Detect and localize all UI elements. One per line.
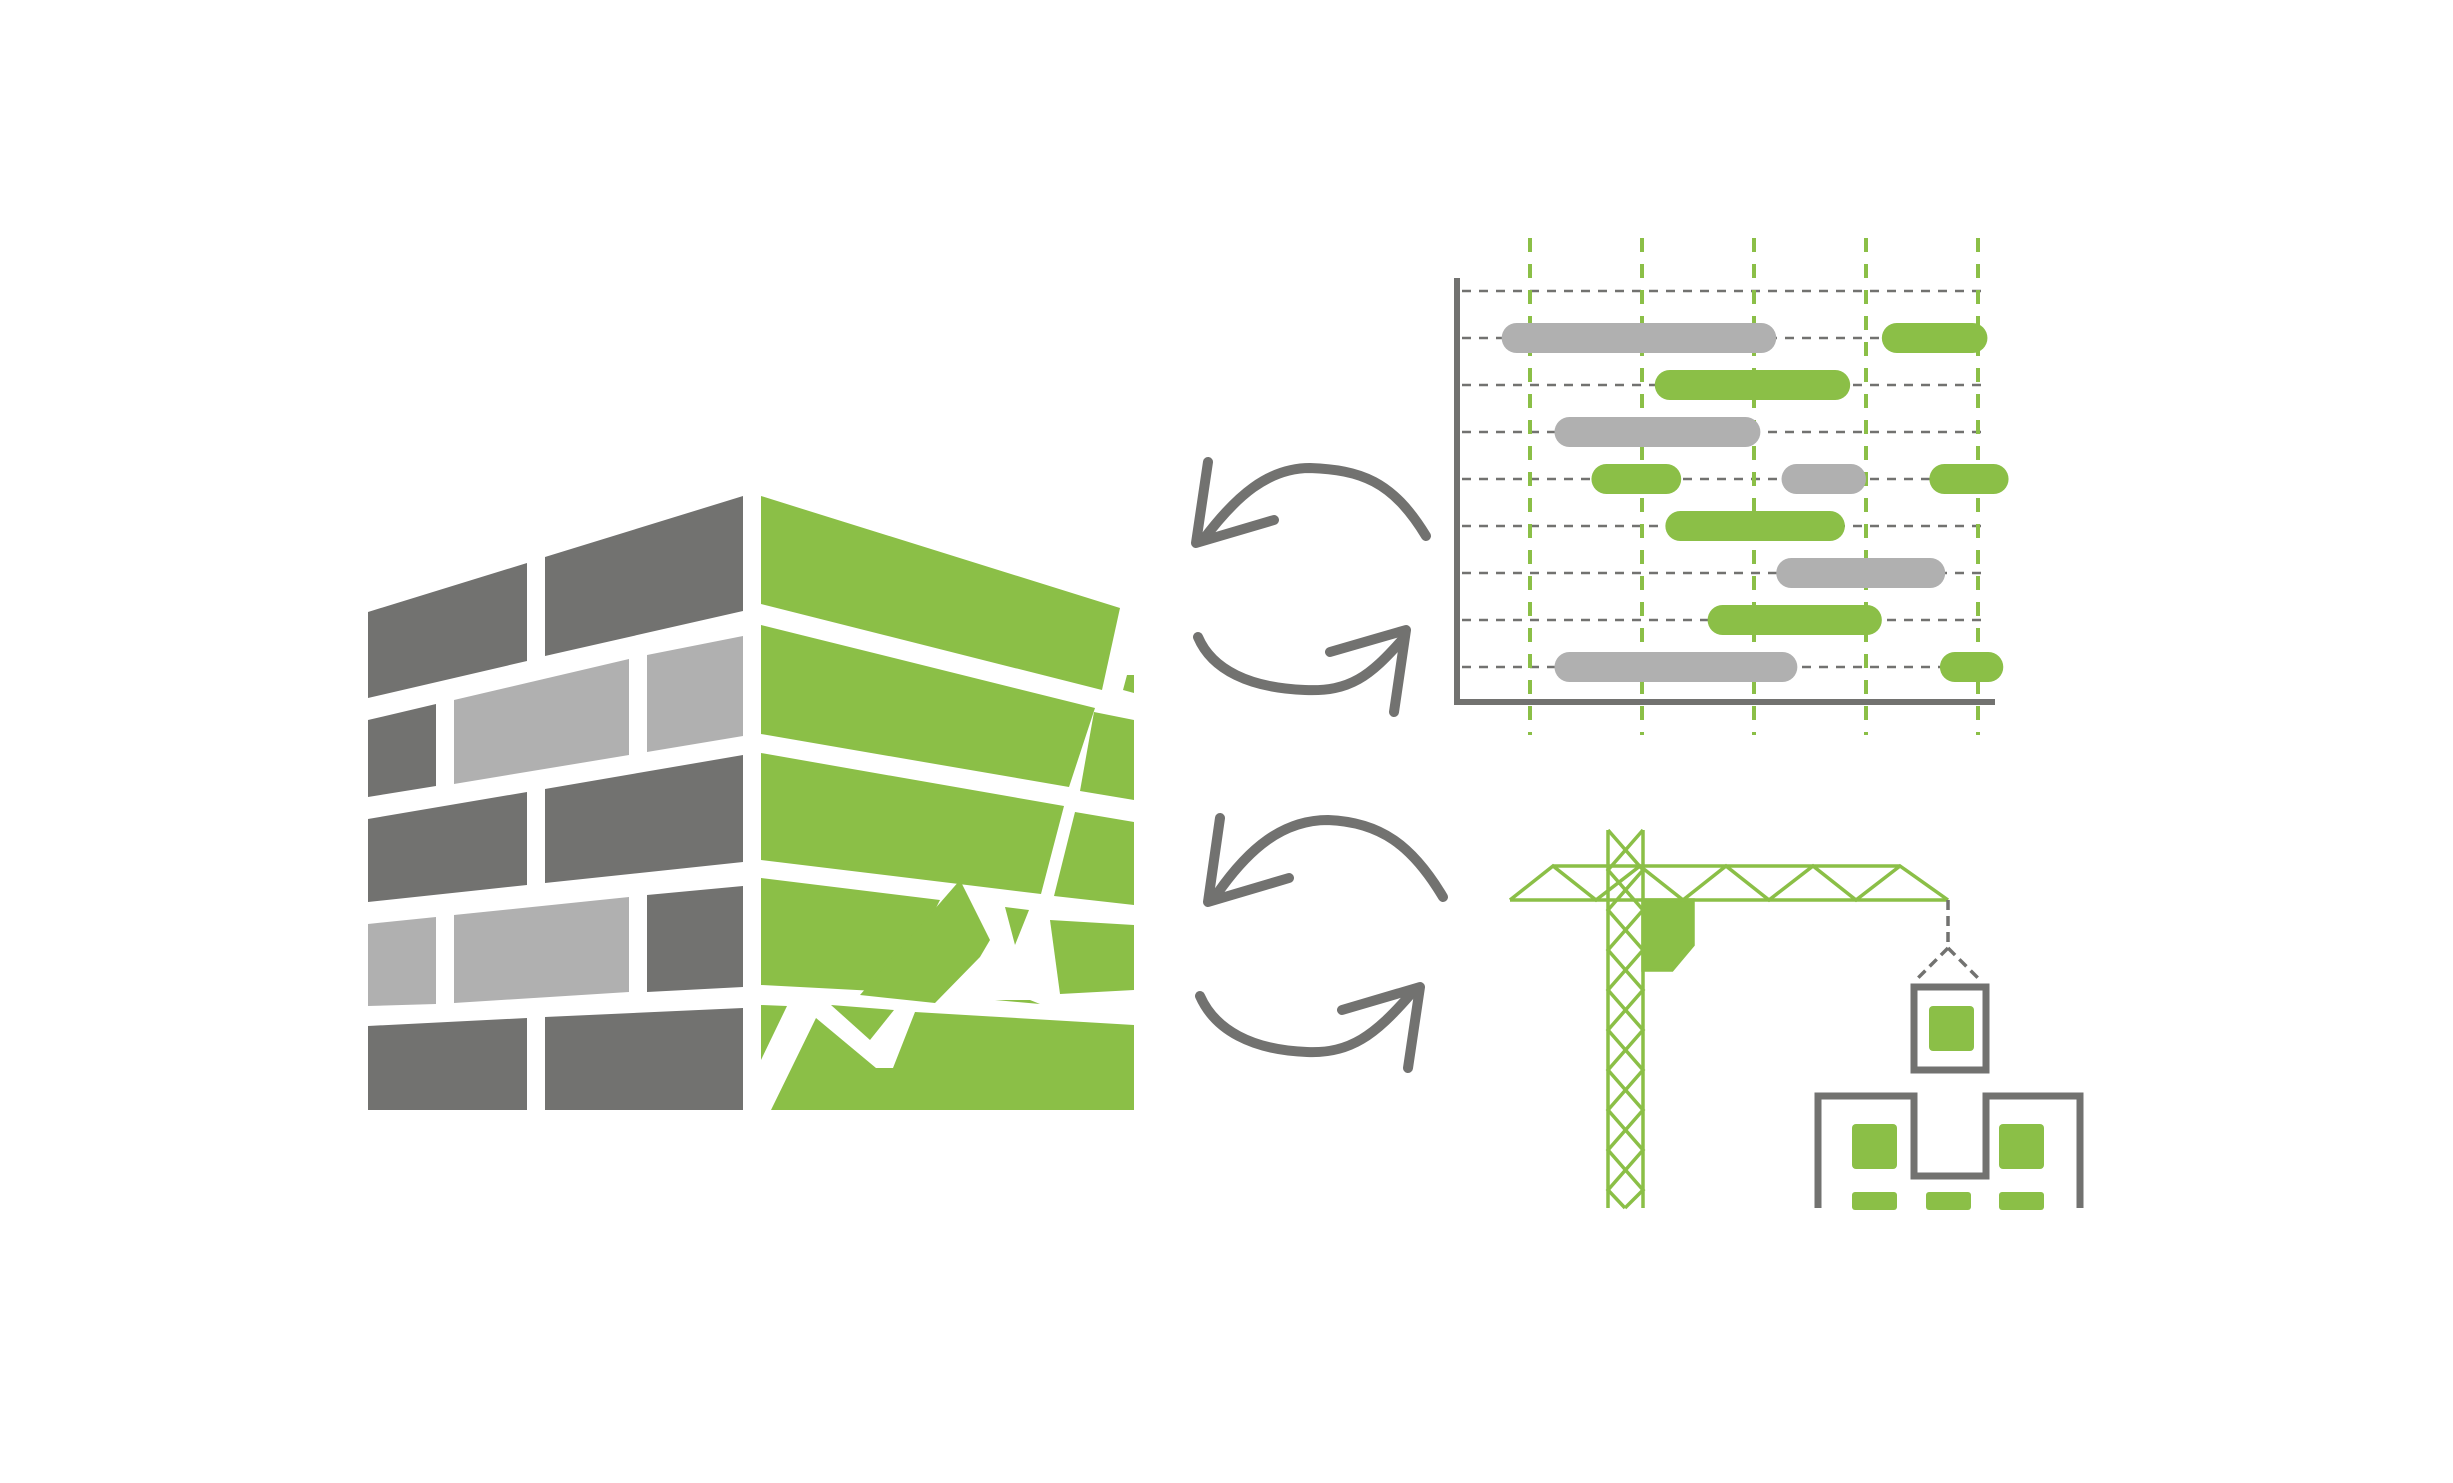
- green-panel: [995, 1000, 1040, 1004]
- dark-brick: [368, 792, 527, 902]
- green-panel: [1005, 907, 1029, 945]
- sync-arrows-top: [1191, 457, 1431, 717]
- gantt-task-bar: [1654, 370, 1851, 400]
- building-green-face: [761, 496, 1134, 1110]
- dark-brick: [545, 755, 743, 883]
- gantt-task-bar: [1881, 323, 1988, 353]
- gantt-task-bar: [1776, 558, 1946, 588]
- gantt-task-bar: [1781, 464, 1866, 494]
- green-panel: [771, 1012, 1134, 1110]
- dark-brick: [368, 704, 436, 797]
- light-brick: [454, 659, 629, 784]
- gantt-task-bar: [1707, 605, 1882, 635]
- gantt-task-bar: [1939, 652, 2004, 682]
- gantt-task-bar: [1929, 464, 2009, 494]
- green-panel: [761, 625, 1095, 787]
- dark-brick: [368, 563, 527, 698]
- gantt-schedule-icon: [1454, 238, 2009, 735]
- gantt-task-bar: [1501, 323, 1777, 353]
- green-panel: [831, 1005, 894, 1040]
- stacked-modules-icon: [1814, 983, 2084, 1210]
- dark-brick: [368, 1018, 527, 1110]
- building-gray-face: [368, 496, 743, 1110]
- dark-brick: [545, 496, 743, 656]
- green-panel: [1123, 675, 1134, 693]
- sync-arrows-icon: [1191, 457, 1448, 1073]
- light-brick: [647, 636, 743, 752]
- gantt-task-bar: [1554, 652, 1798, 682]
- sync-arrows-bottom: [1195, 813, 1448, 1073]
- gantt-axes: [1454, 278, 1995, 705]
- brick-building-with-chart-icon: [368, 496, 1134, 1110]
- tower-crane-icon: [1508, 828, 1980, 1210]
- gantt-bars: [1501, 323, 2009, 682]
- green-panel: [1080, 712, 1134, 800]
- green-panel: [1050, 920, 1134, 994]
- green-panel: [761, 496, 1120, 690]
- dark-brick: [647, 886, 743, 992]
- green-panel: [761, 1005, 787, 1060]
- green-panel: [1054, 812, 1134, 905]
- gantt-task-bar: [1665, 511, 1845, 541]
- gantt-task-bar: [1554, 417, 1761, 447]
- dark-brick: [545, 1008, 743, 1110]
- light-brick: [368, 917, 436, 1006]
- green-panel: [761, 753, 1064, 894]
- light-brick: [454, 897, 629, 1003]
- gantt-task-bar: [1591, 464, 1682, 494]
- green-panel: [860, 880, 990, 1003]
